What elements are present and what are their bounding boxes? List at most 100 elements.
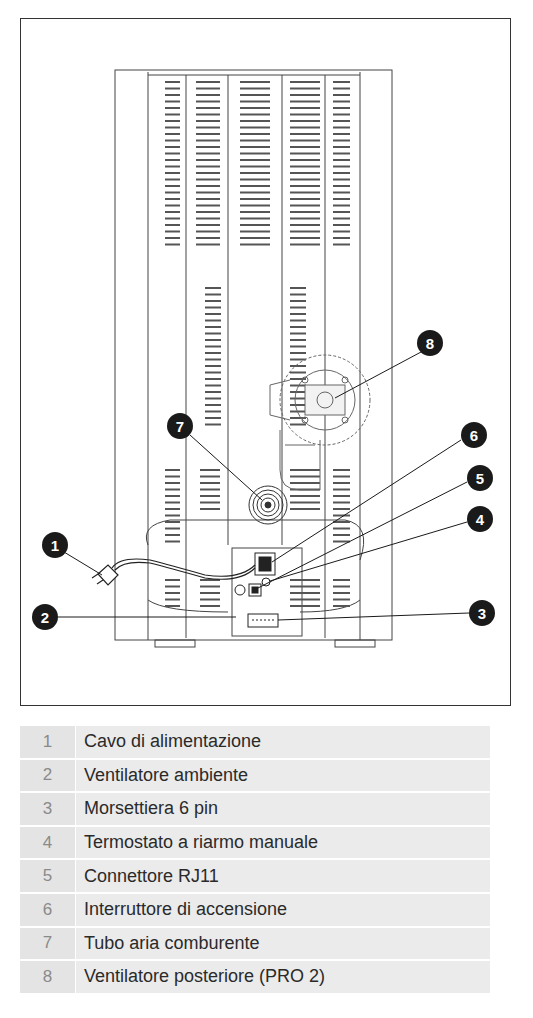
slot (205, 424, 221, 426)
slot (205, 352, 221, 354)
slot (200, 489, 220, 491)
slot (205, 372, 221, 374)
slot (333, 185, 350, 187)
slot (165, 528, 180, 530)
row-number: 5 (43, 866, 52, 886)
slot (290, 605, 320, 607)
slot (290, 146, 320, 148)
slot (290, 476, 320, 478)
slot (333, 476, 350, 478)
slot (200, 469, 220, 471)
part-name: Ventilatore ambiente (84, 765, 248, 786)
slot (290, 218, 320, 220)
slot (290, 94, 320, 96)
slot (333, 586, 350, 588)
slot (165, 224, 180, 226)
slot (333, 166, 350, 168)
slot (290, 237, 320, 239)
slot (196, 224, 220, 226)
slot (196, 107, 220, 109)
slot (205, 307, 221, 309)
slot (165, 133, 180, 135)
slot (290, 300, 306, 302)
slot (333, 534, 350, 536)
slot (165, 508, 180, 510)
slot (333, 489, 350, 491)
callout-number: 6 (470, 428, 478, 443)
callout-circle: 1 (42, 532, 68, 558)
row-number: 8 (43, 967, 52, 987)
slot (200, 592, 220, 594)
slot (165, 231, 180, 233)
slot (290, 398, 306, 400)
slot (290, 166, 320, 168)
slot (165, 127, 180, 129)
slot (165, 205, 180, 207)
slot (165, 146, 180, 148)
slot (333, 198, 350, 200)
slot (240, 224, 270, 226)
slot (196, 159, 220, 161)
slot (200, 508, 220, 510)
slot (290, 333, 306, 335)
slot (165, 244, 180, 246)
row-number: 7 (43, 933, 52, 953)
slot (290, 287, 306, 289)
slot (205, 411, 221, 413)
slot (165, 101, 180, 103)
slot (200, 605, 220, 607)
slot (333, 81, 350, 83)
slot (165, 586, 180, 588)
slot (196, 166, 220, 168)
slot (240, 153, 270, 155)
slot (165, 211, 180, 213)
callout-number: 5 (476, 471, 484, 486)
slot (196, 179, 220, 181)
row-number: 3 (43, 799, 52, 819)
part-name: Interruttore di accensione (84, 899, 287, 920)
slot (200, 586, 220, 588)
slot (165, 469, 180, 471)
slot (205, 365, 221, 367)
slot (165, 159, 180, 161)
slot (165, 166, 180, 168)
slot (165, 153, 180, 155)
slot (290, 81, 320, 83)
slot (240, 218, 270, 220)
rear-fan (270, 355, 370, 490)
part-name: Tubo aria comburente (84, 933, 259, 954)
slot (200, 482, 220, 484)
slot (333, 579, 350, 581)
slot (205, 313, 221, 315)
table-number-cell: 2 (20, 760, 75, 792)
slot (290, 114, 320, 116)
slot (240, 120, 270, 122)
slot (290, 599, 320, 601)
slot (165, 114, 180, 116)
callout-number: 2 (41, 610, 49, 625)
slot (205, 294, 221, 296)
slot (165, 107, 180, 109)
slot (290, 294, 306, 296)
slot (290, 192, 320, 194)
slot (333, 244, 350, 246)
slot (205, 339, 221, 341)
slot (165, 140, 180, 142)
slot (290, 365, 306, 367)
slot (165, 476, 180, 478)
slot (205, 287, 221, 289)
slot (165, 592, 180, 594)
slot (240, 179, 270, 181)
control-parts (235, 553, 278, 627)
slot (196, 120, 220, 122)
slot (333, 94, 350, 96)
slot (240, 166, 270, 168)
slot (196, 81, 220, 83)
slot (205, 391, 221, 393)
part-name: Termostato a riarmo manuale (84, 832, 318, 853)
slot (165, 579, 180, 581)
slot (333, 120, 350, 122)
slot (165, 541, 180, 543)
table-number-cell: 6 (20, 894, 75, 926)
slot (240, 107, 270, 109)
